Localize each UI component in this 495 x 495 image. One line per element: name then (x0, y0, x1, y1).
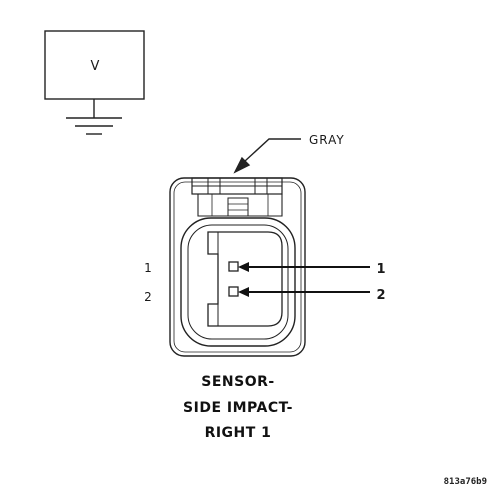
pin-1-arrowhead (238, 262, 249, 272)
voltmeter-symbol: V (91, 59, 100, 74)
title-line-2: SIDE IMPACT- (183, 400, 293, 416)
pin-2-arrowhead (238, 287, 249, 297)
pin-callout-2: 2 (376, 288, 385, 303)
pin-callout-1: 1 (376, 262, 385, 277)
title-line-3: RIGHT 1 (205, 425, 272, 441)
connector-housing (169, 177, 306, 357)
cavity-number-2: 2 (144, 290, 152, 304)
connector-face (180, 217, 296, 347)
color-leader-arrowhead (233, 156, 251, 174)
title-line-1: SENSOR- (201, 374, 274, 390)
color-leader-line (244, 138, 301, 162)
ground-symbol (66, 117, 122, 135)
cavity-number-1: 1 (144, 261, 152, 275)
cavity-2 (228, 286, 239, 297)
figure-code: 813a76b9 (444, 477, 487, 487)
wire-color-label: GRAY (309, 133, 345, 147)
cavity-1 (228, 261, 239, 272)
